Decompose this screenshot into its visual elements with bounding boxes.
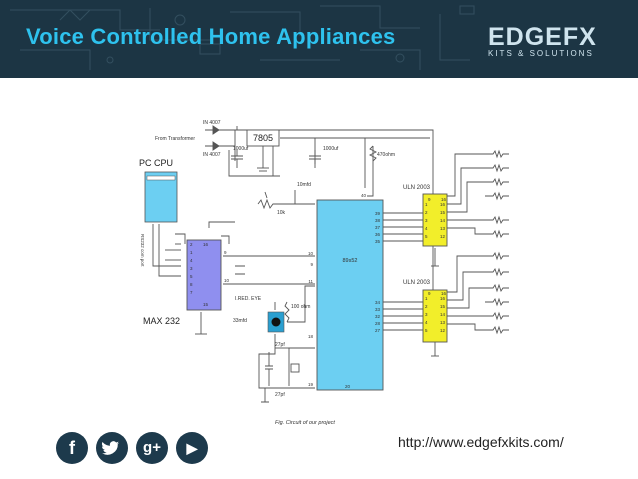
label-max232: MAX 232: [143, 316, 180, 326]
pin-mcu-left: 9: [310, 262, 313, 267]
label-crystal-cap2: 27pf: [275, 392, 285, 398]
pin-mcu-uln1: 35: [375, 239, 381, 244]
pin-mcu-uln1: 36: [375, 232, 381, 237]
label-pc-cpu: PC CPU: [139, 158, 173, 168]
pin-uln-in: 5: [425, 328, 428, 333]
pin-max232: 7: [190, 290, 193, 295]
pin-uln-in: 1: [425, 202, 428, 207]
pin-mcu-top: 40: [361, 193, 367, 198]
google-plus-icon[interactable]: g+: [136, 432, 168, 464]
twitter-bird-icon: [101, 441, 119, 455]
pin-uln-top: 9: [428, 197, 431, 202]
pin-mcu-left: 19: [308, 382, 314, 387]
uln2003-top-block: [422, 193, 448, 247]
twitter-icon[interactable]: [96, 432, 128, 464]
google-plus-glyph: g+: [143, 439, 161, 456]
pin-uln-out: 15: [440, 304, 446, 309]
label-crystal-cap1: 27pf: [275, 342, 285, 348]
label-cap33: 33mfd: [233, 318, 247, 324]
pin-max232-side: 9: [224, 250, 227, 255]
pin-max232: 15: [203, 302, 209, 307]
logo-tagline: KITS & SOLUTIONS: [488, 49, 594, 58]
pin-uln-out: 15: [440, 210, 446, 215]
label-rs232-port: RS232 com port: [140, 234, 145, 267]
pin-mcu-uln2: 32: [375, 314, 381, 319]
pin-uln-top: 16: [441, 291, 447, 296]
pin-uln-in: 2: [425, 210, 428, 215]
pin-mcu-uln2: 28: [375, 321, 381, 326]
pin-max232: 8: [190, 282, 193, 287]
label-from-transformer: From Transformer: [155, 136, 195, 142]
pin-uln-out: 14: [440, 218, 446, 223]
pin-uln-out: 16: [440, 202, 446, 207]
label-cap2: 1000uf: [323, 146, 339, 152]
pin-uln-out: 16: [440, 296, 446, 301]
pin-mcu-left: 11: [308, 279, 313, 284]
pin-uln-in: 5: [425, 234, 428, 239]
pin-uln-top: 16: [441, 197, 447, 202]
pin-uln-in: 3: [425, 312, 428, 317]
label-cap1: 1000uf: [233, 146, 249, 152]
pin-uln-in: 2: [425, 304, 428, 309]
label-diode1: IN 4007: [203, 120, 221, 126]
pin-mcu-left: 18: [308, 334, 314, 339]
label-res10m: 10mfd: [297, 182, 311, 188]
edgefx-logo: EDGEFX KITS & SOLUTIONS: [488, 24, 610, 58]
pin-mcu-uln2: 27: [375, 328, 381, 333]
facebook-icon[interactable]: f: [56, 432, 88, 464]
pin-max232: 16: [203, 242, 209, 247]
label-diode2: IN 4007: [203, 152, 221, 158]
pin-mcu-uln2: 33: [375, 307, 381, 312]
label-pot: 10k: [277, 210, 286, 216]
play-glyph: ▶: [186, 440, 198, 456]
pin-mcu-bottom: 20: [345, 384, 351, 389]
pin-max232: 1: [190, 250, 193, 255]
pin-max232: 4: [190, 258, 193, 263]
pin-max232-side: 10: [224, 278, 230, 283]
pin-uln-in: 3: [425, 218, 428, 223]
logo-brand: EDGEFX: [488, 23, 597, 51]
pin-uln-top: 9: [428, 291, 431, 296]
circuit-background-pattern: [10, 5, 475, 70]
pin-uln-out: 13: [440, 320, 446, 325]
pin-uln-out: 14: [440, 312, 446, 317]
pin-mcu-left: 10: [308, 251, 314, 256]
pin-uln-in: 4: [425, 320, 428, 325]
pin-uln-in: 4: [425, 226, 428, 231]
label-uln2: ULN 2003: [403, 280, 431, 286]
pin-uln-out: 12: [440, 234, 446, 239]
mcu-89s52-block: [316, 199, 384, 391]
pin-mcu-uln1: 38: [375, 218, 381, 223]
page-title: Voice Controlled Home Appliances: [26, 24, 396, 49]
pin-mcu-uln1: 39: [375, 211, 381, 216]
pin-uln-out: 12: [440, 328, 446, 333]
figure-caption: Fig. Circuit of our project: [275, 420, 335, 426]
pin-max232: 3: [190, 266, 193, 271]
pin-max232: 5: [190, 274, 193, 279]
pin-mcu-uln2: 34: [375, 300, 381, 305]
label-regulator: 7805: [253, 133, 273, 143]
pin-uln-in: 1: [425, 296, 428, 301]
label-ired-eye: I.RED. EYE: [235, 296, 262, 302]
website-url[interactable]: http://www.edgefxkits.com/: [398, 434, 564, 450]
facebook-glyph: f: [69, 438, 75, 458]
max232-block: [186, 239, 222, 311]
label-mcu: 89s52: [343, 258, 358, 264]
label-res470: 470ohm: [377, 152, 395, 158]
play-icon[interactable]: ▶: [176, 432, 208, 464]
label-uln1: ULN 2003: [403, 185, 431, 191]
pin-mcu-uln1: 37: [375, 225, 381, 230]
header-banner: Voice Controlled Home Appliances EDGEFX …: [0, 0, 638, 78]
pin-uln-out: 13: [440, 226, 446, 231]
uln2003-bottom-block: [422, 289, 448, 343]
label-res100: 100 ohm: [291, 304, 310, 310]
pc-cpu-block: [144, 171, 178, 223]
pin-max232: 2: [190, 242, 193, 247]
circuit-diagram: IN 4007 From Transformer IN 4007 7805 10…: [139, 120, 509, 426]
